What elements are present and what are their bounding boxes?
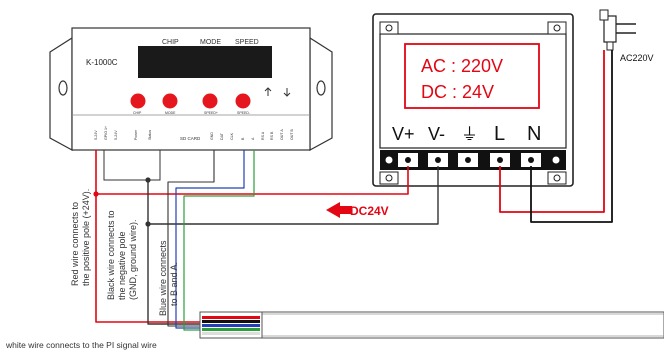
header-label-chip: CHIP — [162, 39, 179, 46]
blue-wire-note-1: Blue wire connects — [158, 240, 168, 316]
port-label-power: Power — [134, 129, 138, 140]
chip-button[interactable] — [130, 93, 146, 109]
black-wire-note-2: the negative pole — [117, 231, 127, 300]
port-label-dat: DAT — [220, 132, 224, 140]
plug-strain-relief — [606, 41, 614, 51]
wire-ac-l — [499, 50, 605, 213]
mode-button[interactable] — [162, 93, 178, 109]
mount-hole-right — [316, 80, 326, 96]
port-label-clk: CLK — [230, 132, 234, 140]
port-label-a: A — [251, 137, 255, 140]
psu-screw-tl — [385, 24, 393, 32]
wire-green-a — [183, 150, 255, 331]
plug-cap — [599, 9, 609, 21]
dc24v-arrow: DC24V — [326, 202, 389, 218]
terminal-dot-vminus — [435, 157, 441, 163]
strip-conductor-black — [202, 320, 260, 323]
header-label-speed: SPEED — [235, 39, 259, 46]
terminal-screw-0 — [385, 156, 393, 164]
port-label-gnd: GND — [210, 132, 214, 140]
port-label-5-24v: 5-24V — [94, 130, 98, 140]
down-arrow-icon — [283, 88, 291, 97]
up-arrow-icon — [264, 87, 272, 96]
wires — [93, 50, 613, 331]
strip-conductor-blue — [202, 324, 260, 327]
psu-screw-bl — [385, 174, 393, 182]
button-label-speed-up: SPEED+ — [204, 111, 218, 115]
psu-ac-label: AC : 220V — [421, 56, 503, 76]
controller: CHIP MODE SPEED K-1000C CHIP MODE SPEED+… — [49, 27, 333, 181]
wire-black-ground — [147, 166, 439, 325]
rs-label-out-a: OUT A — [280, 129, 284, 140]
controller-display — [138, 46, 272, 78]
red-wire-note-2: the positive pole (+24V). — [81, 189, 91, 286]
wire-gnd-signal — [167, 150, 215, 327]
junction-red — [93, 191, 99, 197]
port-label-5-24v-b: 5-24V — [114, 130, 118, 140]
plug-label: AC220V — [620, 53, 654, 63]
strip-conductor-green — [202, 328, 260, 331]
psu-screw-br — [553, 174, 561, 182]
controller-model: K-1000C — [86, 58, 118, 67]
rs-label-b: RS B — [270, 131, 274, 140]
terminal-screw-1 — [552, 156, 560, 164]
terminal-dot-l — [497, 157, 503, 163]
header-label-mode: MODE — [200, 39, 221, 46]
psu-rating-box — [404, 43, 540, 109]
sd-card-label: SD CARD — [180, 136, 201, 141]
port-label-b: B — [241, 137, 245, 140]
psu-dc-label: DC : 24V — [421, 82, 494, 102]
junction-black-top — [145, 177, 151, 183]
terminal-dot-vplus — [405, 157, 411, 163]
terminal-label-vminus: V- — [428, 124, 445, 144]
wire-blue-b — [175, 150, 245, 329]
ac-plug: AC220V — [599, 9, 654, 63]
wire-ac-n — [530, 50, 613, 223]
annotations: Red wire connects to the positive pole (… — [5, 189, 179, 350]
port-label-status: Status — [148, 130, 152, 140]
strip-body — [199, 311, 664, 339]
wire-red-positive — [95, 166, 409, 323]
rs-label-a: RS A — [261, 131, 265, 140]
terminal-dot-n — [528, 157, 534, 163]
terminal-label-l: L — [494, 123, 505, 145]
power-supply: AC : 220V DC : 24V V+ V- ⏚ L N — [372, 13, 574, 187]
mount-hole-left — [58, 80, 68, 96]
psu-screw-tr — [553, 24, 561, 32]
led-strip — [199, 311, 664, 339]
white-wire-note: white wire connects to the PI signal wir… — [5, 340, 157, 350]
strip-conductor-red — [202, 316, 260, 319]
rs-label-out-b: OUT B — [290, 128, 294, 140]
dc24v-arrow-icon — [326, 202, 352, 218]
black-wire-note-1: Black wire connects to — [106, 210, 116, 300]
dc24v-label: DC24V — [350, 204, 389, 218]
terminal-label-vplus: V+ — [392, 124, 415, 144]
button-label-chip: CHIP — [133, 111, 142, 115]
speed-down-button[interactable] — [235, 93, 251, 109]
terminal-label-ground: ⏚ — [461, 125, 478, 144]
port-label-gpio: GPIO 1+ — [104, 126, 108, 140]
strip-conductor-white — [202, 332, 260, 335]
status-bracket — [103, 149, 161, 181]
junction-black — [145, 221, 151, 227]
terminal-dot-ground — [465, 157, 471, 163]
terminal-label-n: N — [527, 123, 541, 145]
black-wire-note-3: (GND, ground wire). — [128, 219, 138, 300]
speed-up-button[interactable] — [202, 93, 218, 109]
button-label-speed-down: SPEED- — [237, 111, 251, 115]
button-label-mode: MODE — [165, 111, 176, 115]
red-wire-note-1: Red wire connects to — [70, 202, 80, 286]
blue-wire-note-2: to B and A. — [169, 262, 179, 306]
